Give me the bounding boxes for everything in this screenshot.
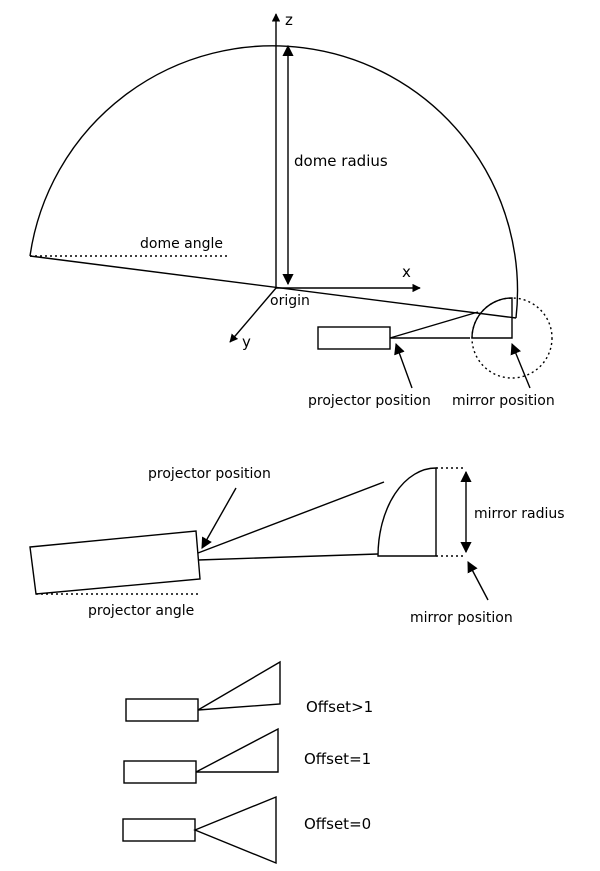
- offset-eq1-projector: [123, 760, 197, 784]
- offset-gt1-beam: [197, 660, 281, 711]
- offset-examples: [122, 660, 281, 865]
- offset-gt1-label: Offset>1: [306, 698, 373, 716]
- mirror-dotted-circle: [471, 297, 553, 379]
- projector-box: [317, 326, 391, 350]
- offset-eq1-beam: [195, 727, 279, 773]
- projector-beam-upper: [389, 311, 479, 339]
- dome-side-view: [29, 13, 553, 389]
- offset-eq0-beam: [193, 795, 277, 865]
- projector-mirror-detail: [29, 467, 489, 601]
- mirror-position-pointer: [467, 561, 489, 601]
- projector-position-pointer: [394, 342, 413, 389]
- offset-eq0-projector: [122, 818, 196, 842]
- offset-gt1-projector: [125, 698, 199, 722]
- dome-arc: [29, 45, 519, 319]
- dome-base-line: [29, 255, 517, 319]
- offset-eq1-label: Offset=1: [304, 750, 371, 768]
- y-axis-label: y: [242, 333, 251, 351]
- projector-angle-label: projector angle: [88, 603, 194, 619]
- projector-position-label-top: projector position: [308, 393, 431, 409]
- mirror-position-label-top: mirror position: [452, 393, 555, 409]
- y-axis: [229, 287, 277, 343]
- origin-label: origin: [270, 293, 310, 309]
- mirror-position-pointer: [510, 342, 531, 389]
- mirror-position-label-middle: mirror position: [410, 610, 513, 626]
- x-axis-label: x: [402, 263, 411, 281]
- dome-angle-label: dome angle: [140, 236, 223, 252]
- offset-eq0-label: Offset=0: [304, 815, 371, 833]
- mirror-radius-label: mirror radius: [474, 506, 565, 522]
- projector-position-label-middle: projector position: [148, 466, 271, 482]
- mirror-quarter-circle: [377, 467, 437, 557]
- projector-position-pointer: [201, 487, 237, 549]
- mirror-quarter-circle: [471, 297, 513, 339]
- projector-beam-upper: [197, 481, 385, 554]
- dome-radius-label: dome radius: [294, 152, 388, 170]
- projector-box-tilted: [29, 530, 201, 595]
- projector-beam-lower: [197, 553, 379, 561]
- z-axis-label: z: [285, 11, 293, 29]
